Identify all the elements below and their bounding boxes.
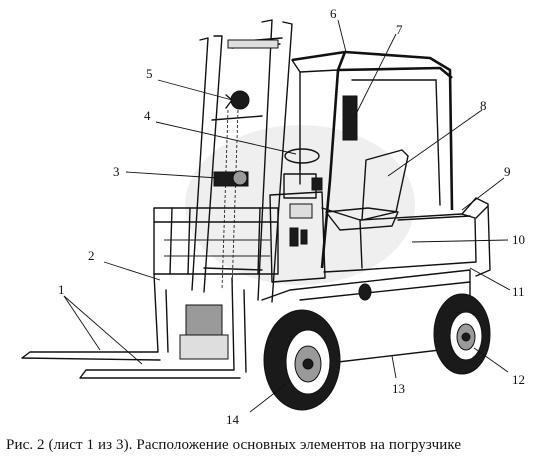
label-14: 14 — [226, 412, 240, 427]
label-9: 9 — [504, 164, 511, 179]
label-6: 6 — [330, 6, 337, 21]
label-12: 12 — [512, 372, 525, 387]
label-4: 4 — [144, 108, 151, 123]
label-8: 8 — [480, 98, 487, 113]
label-2: 2 — [88, 248, 95, 263]
headlight — [225, 90, 250, 110]
leader-lines — [63, 19, 511, 413]
label-5: 5 — [146, 66, 153, 81]
label-1: 1 — [58, 282, 65, 297]
steering-wheel — [283, 148, 323, 199]
label-3: 3 — [113, 164, 120, 179]
label-7: 7 — [396, 22, 403, 37]
forks — [21, 273, 247, 379]
lift-cylinder — [179, 304, 229, 360]
fork-carriage — [153, 207, 279, 275]
label-11: 11 — [512, 284, 525, 299]
callout-labels: 1 2 3 4 5 6 7 8 9 10 11 12 13 14 — [58, 6, 525, 427]
label-13: 13 — [392, 381, 405, 396]
front-wheel — [263, 309, 341, 411]
overhead-guard — [291, 50, 454, 269]
seat — [325, 149, 409, 231]
label-10: 10 — [512, 232, 525, 247]
figure-caption: Рис. 2 (лист 1 из 3). Расположение основ… — [6, 437, 462, 453]
rear-mirror — [342, 95, 358, 141]
lift-chain — [213, 109, 249, 291]
rear-wheel — [433, 293, 491, 375]
